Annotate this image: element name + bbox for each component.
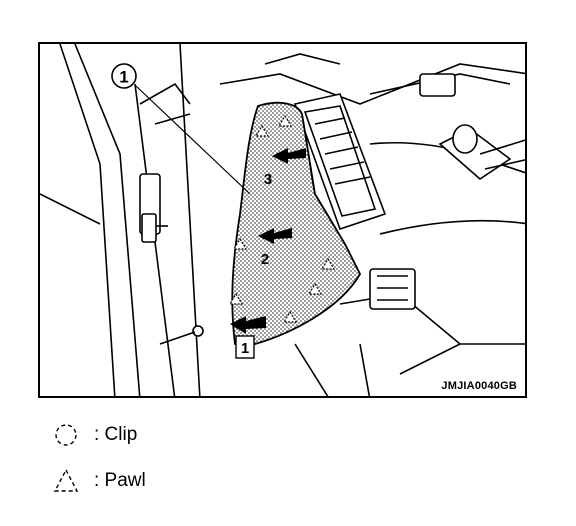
dashboard-illustration: 1 3 2 1 — [40, 44, 525, 396]
callout-1-leader — [135, 85, 251, 195]
diagram-figure: 1 3 2 1 JMJIA0040GB — [38, 42, 527, 398]
callout-1-number: 1 — [119, 68, 128, 87]
dashboard-outline — [219, 53, 525, 396]
legend-label-clip: : Clip — [94, 424, 138, 445]
legend-item-clip: : Clip — [52, 420, 137, 450]
a-pillar-lines — [40, 44, 201, 396]
step-2-label: 2 — [261, 251, 269, 268]
removal-arrows — [230, 148, 306, 334]
pawl-markers — [228, 114, 336, 323]
step-3-label: 3 — [264, 171, 272, 188]
legend-item-pawl: : Pawl — [52, 466, 146, 496]
arrow-step-3 — [272, 148, 306, 164]
steering-column — [438, 124, 525, 181]
arrow-step-1 — [230, 316, 266, 334]
air-vent — [293, 93, 387, 231]
clip-icon — [55, 424, 77, 446]
step-1-label: 1 — [241, 340, 249, 357]
step-1-box: 1 — [235, 335, 255, 359]
pawl-icon — [53, 468, 79, 492]
switch-panel — [369, 73, 456, 310]
door-latch — [139, 173, 204, 345]
figure-code: JMJIA0040GB — [441, 380, 517, 392]
arrow-step-2 — [258, 228, 292, 244]
callout-1-circle — [111, 63, 137, 89]
legend-label-pawl: : Pawl — [94, 470, 146, 491]
